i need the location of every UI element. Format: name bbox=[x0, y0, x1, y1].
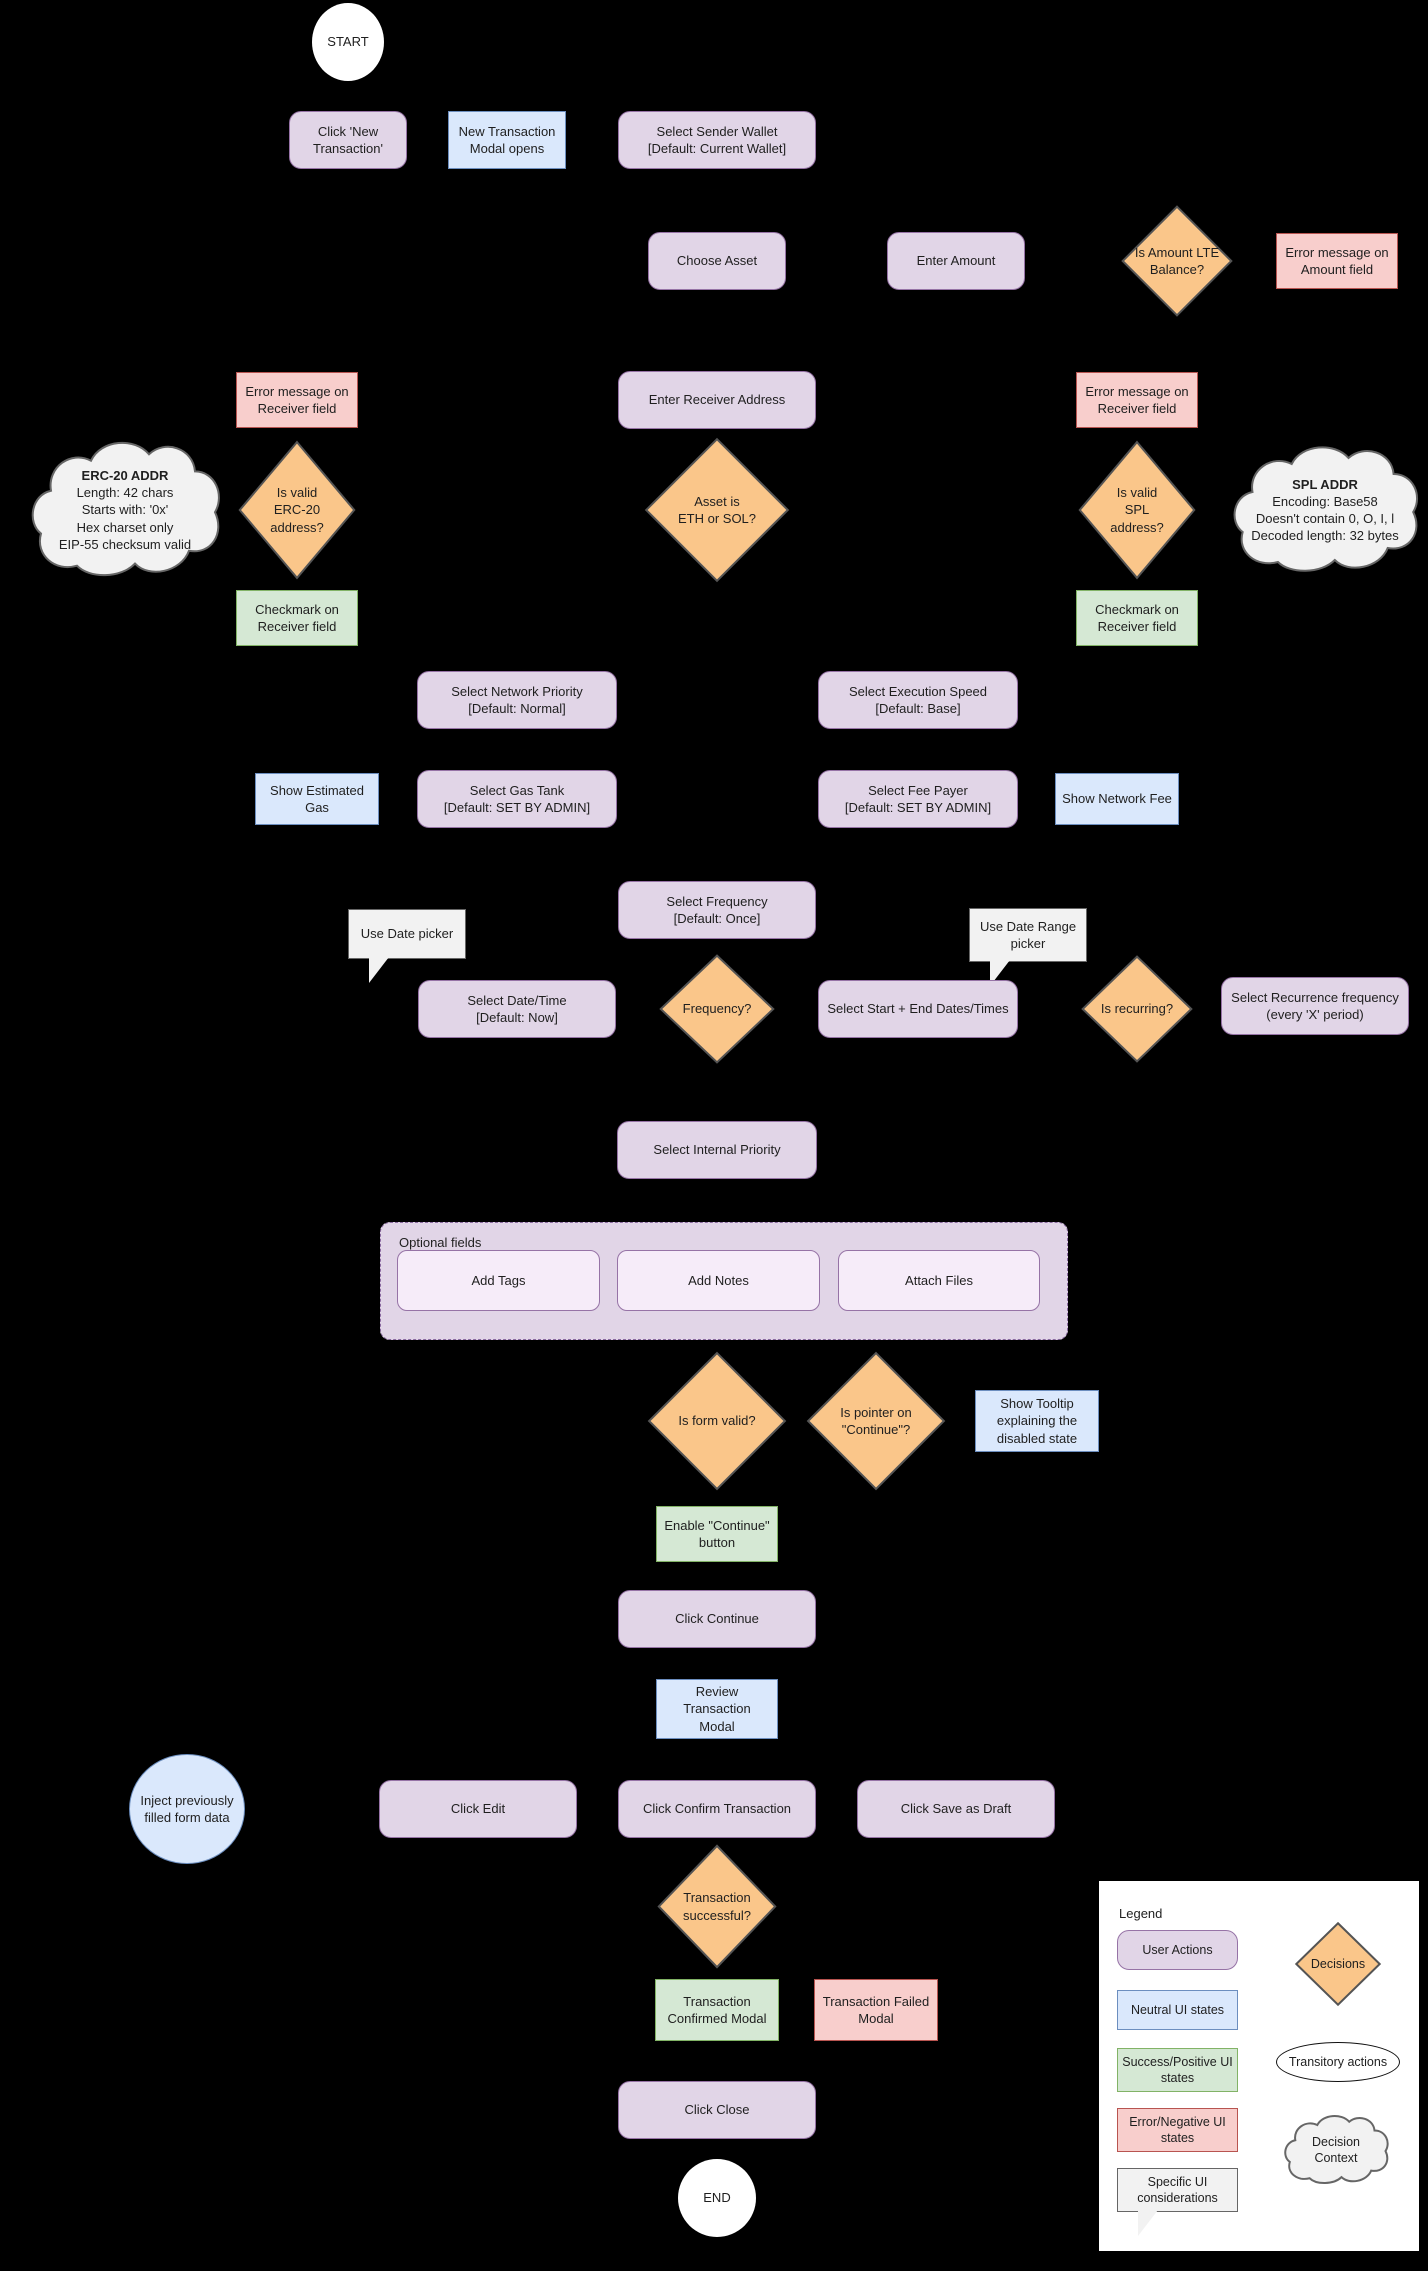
cloud-shape bbox=[25, 435, 225, 585]
legend-specific-ui-considerations: Specific UI considerations bbox=[1117, 2168, 1238, 2236]
diamond-shape bbox=[644, 437, 790, 583]
transitory-inject-form-data: Inject previously filled form data bbox=[129, 1754, 245, 1864]
state-review-transaction-modal: Review Transaction Modal bbox=[656, 1679, 778, 1739]
callout-use-date-range-picker: Use Date Range picker bbox=[969, 908, 1087, 986]
end-terminator: END bbox=[678, 2159, 756, 2237]
state-enable-continue-button: Enable "Continue" button bbox=[656, 1506, 778, 1562]
decision-asset-eth-or-sol: Asset is ETH or SOL? bbox=[644, 437, 790, 583]
step-click-confirm-transaction: Click Confirm Transaction bbox=[618, 1780, 816, 1838]
step-add-tags: Add Tags bbox=[397, 1250, 600, 1311]
step-select-sender-wallet: Select Sender Wallet [Default: Current W… bbox=[618, 111, 816, 169]
step-click-edit: Click Edit bbox=[379, 1780, 577, 1838]
step-select-internal-priority: Select Internal Priority bbox=[617, 1121, 817, 1179]
state-error-receiver-field-left: Error message on Receiver field bbox=[236, 372, 358, 428]
diamond-shape bbox=[1078, 440, 1196, 580]
diamond-shape bbox=[806, 1351, 946, 1491]
step-select-frequency: Select Frequency [Default: Once] bbox=[618, 881, 816, 939]
legend-success-ui-states: Success/Positive UI states bbox=[1117, 2048, 1238, 2092]
step-attach-files: Attach Files bbox=[838, 1250, 1040, 1311]
step-select-start-end-dates: Select Start + End Dates/Times bbox=[818, 980, 1018, 1038]
decision-valid-erc20-address: Is valid ERC-20 address? bbox=[238, 440, 356, 580]
legend-decisions: Decisions bbox=[1295, 1922, 1381, 2006]
decision-is-pointer-on-continue: Is pointer on "Continue"? bbox=[806, 1351, 946, 1491]
callout-use-date-picker: Use Date picker bbox=[348, 909, 466, 983]
diamond-shape bbox=[238, 440, 356, 580]
optional-fields-label: Optional fields bbox=[399, 1235, 482, 1250]
decision-frequency: Frequency? bbox=[659, 954, 775, 1064]
cloud-shape bbox=[1227, 440, 1423, 580]
state-checkmark-receiver-left: Checkmark on Receiver field bbox=[236, 590, 358, 646]
step-click-close: Click Close bbox=[618, 2081, 816, 2139]
step-select-recurrence-frequency: Select Recurrence frequency (every 'X' p… bbox=[1221, 977, 1409, 1035]
diamond-shape bbox=[1081, 955, 1193, 1063]
state-show-network-fee: Show Network Fee bbox=[1055, 773, 1179, 825]
state-error-amount-field: Error message on Amount field bbox=[1276, 233, 1398, 289]
state-checkmark-receiver-right: Checkmark on Receiver field bbox=[1076, 590, 1198, 646]
decision-transaction-successful: Transaction successful? bbox=[657, 1844, 777, 1969]
step-add-notes: Add Notes bbox=[617, 1250, 820, 1311]
decision-is-recurring: Is recurring? bbox=[1081, 955, 1193, 1063]
decision-valid-spl-address: Is valid SPL address? bbox=[1078, 440, 1196, 580]
diamond-shape bbox=[1121, 205, 1233, 317]
step-select-date-time: Select Date/Time [Default: Now] bbox=[418, 980, 616, 1038]
step-click-new-transaction: Click 'New Transaction' bbox=[289, 111, 407, 169]
legend-title: Legend bbox=[1119, 1906, 1163, 1921]
step-click-continue: Click Continue bbox=[618, 1590, 816, 1648]
step-select-gas-tank: Select Gas Tank [Default: SET BY ADMIN] bbox=[417, 770, 617, 828]
diamond-shape bbox=[659, 954, 775, 1064]
state-show-tooltip-disabled: Show Tooltip explaining the disabled sta… bbox=[975, 1390, 1099, 1452]
decision-is-form-valid: Is form valid? bbox=[647, 1351, 787, 1491]
state-transaction-failed-modal: Transaction Failed Modal bbox=[814, 1979, 938, 2041]
legend-error-ui-states: Error/Negative UI states bbox=[1117, 2108, 1238, 2152]
step-select-execution-speed: Select Execution Speed [Default: Base] bbox=[818, 671, 1018, 729]
legend-user-actions: User Actions bbox=[1117, 1930, 1238, 1970]
step-enter-amount: Enter Amount bbox=[887, 232, 1025, 290]
step-select-network-priority: Select Network Priority [Default: Normal… bbox=[417, 671, 617, 729]
legend-neutral-ui-states: Neutral UI states bbox=[1117, 1990, 1238, 2030]
decision-amount-lte-balance: Is Amount LTE Balance? bbox=[1121, 205, 1233, 317]
state-new-transaction-modal-opens: New Transaction Modal opens bbox=[448, 111, 566, 169]
legend-transitory-actions: Transitory actions bbox=[1276, 2042, 1400, 2082]
diamond-shape bbox=[1295, 1922, 1381, 2006]
legend-decision-context: Decision Context bbox=[1281, 2112, 1391, 2188]
step-enter-receiver-address: Enter Receiver Address bbox=[618, 371, 816, 429]
state-transaction-confirmed-modal: Transaction Confirmed Modal bbox=[655, 1979, 779, 2041]
cloud-shape bbox=[1281, 2112, 1391, 2188]
step-choose-asset: Choose Asset bbox=[648, 232, 786, 290]
start-terminator: START bbox=[312, 3, 384, 81]
diamond-shape bbox=[657, 1844, 777, 1969]
step-select-fee-payer: Select Fee Payer [Default: SET BY ADMIN] bbox=[818, 770, 1018, 828]
diamond-shape bbox=[647, 1351, 787, 1491]
step-click-save-as-draft: Click Save as Draft bbox=[857, 1780, 1055, 1838]
state-show-estimated-gas: Show Estimated Gas bbox=[255, 773, 379, 825]
state-error-receiver-field-right: Error message on Receiver field bbox=[1076, 372, 1198, 428]
